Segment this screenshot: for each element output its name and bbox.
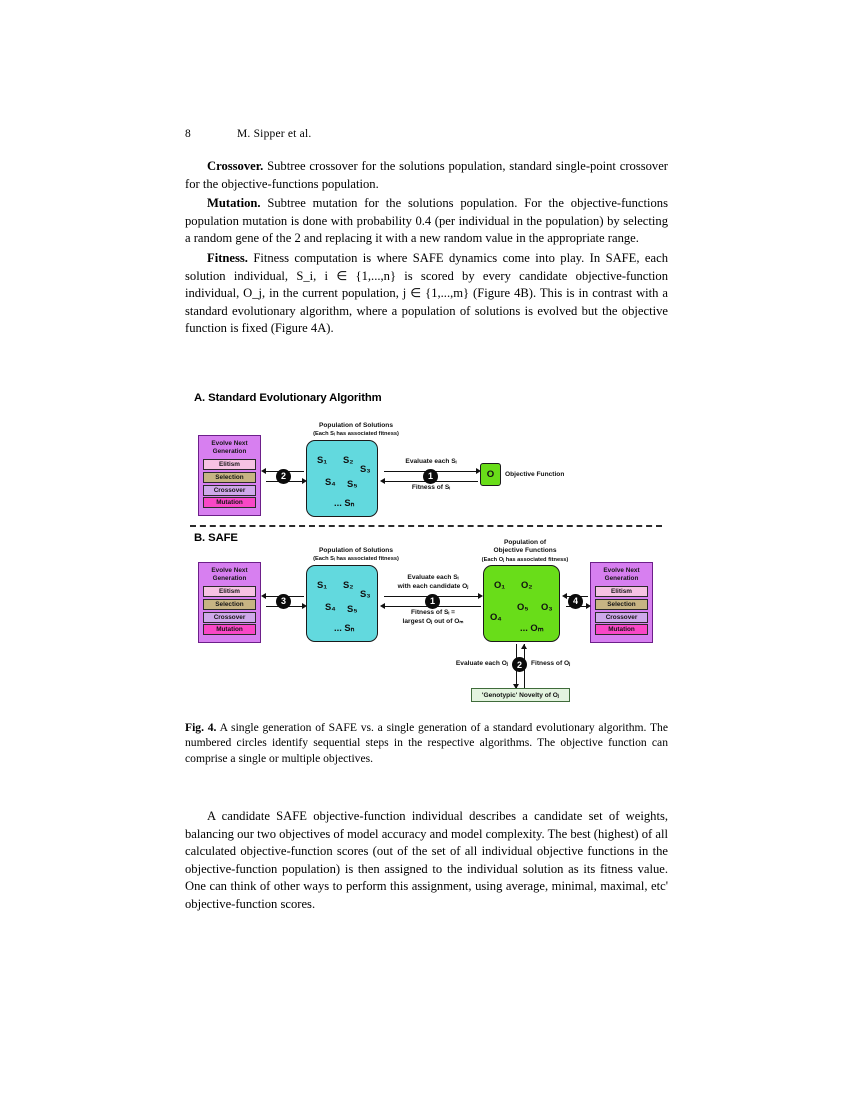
panel-b-solutions-label: Population of Solutions (Each Sᵢ has ass… — [313, 547, 399, 563]
step-circle-1: 1 — [423, 468, 438, 484]
individual-o2: O₂ — [521, 579, 533, 590]
individual-sn: ... Sₙ — [334, 622, 355, 633]
page-number: 8 — [185, 128, 191, 140]
panel-a-fitness-label: Fitness of Sᵢ — [411, 484, 451, 491]
panel-a-arrow-to-population-head — [302, 477, 307, 484]
operator-crossover: Crossover — [203, 484, 256, 496]
operator-elitism: Elitism — [203, 586, 256, 598]
evolve-box-title: Evolve Next Generation — [211, 567, 248, 583]
individual-s3: S₃ — [360, 463, 371, 474]
paragraph-fitness: Fitness. Fitness computation is where SA… — [185, 250, 668, 338]
panel-a-evolve-next-generation-box: Evolve Next Generation Elitism Selection… — [198, 435, 261, 516]
body-text: Crossover. Subtree crossover for the sol… — [185, 158, 668, 340]
individual-sn: ... Sₙ — [334, 497, 355, 508]
panel-b-title: B. SAFE — [194, 532, 238, 544]
panel-b-evolve-next-generation-right: Evolve Next Generation Elitism Selection… — [590, 562, 653, 643]
panel-b-population-of-solutions: S₁ S₂ S₃ S₄ S₅ ... Sₙ — [306, 565, 378, 642]
operator-crossover: Crossover — [595, 611, 648, 623]
individual-om: ... Oₘ — [520, 622, 544, 633]
individual-s5: S₅ — [347, 603, 358, 614]
individual-o5: O₅ — [517, 601, 529, 612]
paragraph-body-fitness: Fitness computation is where SAFE dynami… — [185, 250, 668, 336]
panel-a-evaluate-head — [476, 467, 481, 474]
evolve-box-title: Evolve Next Generation — [211, 440, 248, 456]
paragraph-crossover: Crossover. Subtree crossover for the sol… — [185, 158, 668, 193]
panel-b-arrow-to-evolve-left-head — [261, 592, 266, 599]
operator-selection: Selection — [203, 472, 256, 483]
evolve-box-title: Evolve Next Generation — [603, 567, 640, 583]
panel-b-evaluate-head — [478, 592, 483, 599]
individual-s1: S₁ — [317, 579, 328, 590]
paragraph-candidate-safe: A candidate SAFE objective-function indi… — [185, 809, 668, 911]
panel-b-genotypic-novelty-box: 'Genotypic' Novelty of Oⱼ — [471, 688, 570, 702]
panel-b-novelty-down-head — [512, 684, 519, 689]
panel-b-arrow-to-objectives-head — [562, 592, 567, 599]
paragraph-lead-fitness: Fitness. — [207, 250, 248, 265]
panel-b-arrow-to-evolve-right-head — [586, 602, 591, 609]
panel-a-arrow-to-evolve-head — [261, 467, 266, 474]
tail-text: A candidate SAFE objective-function indi… — [185, 808, 668, 914]
panel-a-evaluate-label: Evaluate each Sᵢ — [405, 458, 457, 465]
operator-mutation: Mutation — [203, 624, 256, 636]
individual-s2: S₂ — [343, 579, 354, 590]
individual-s3: S₃ — [360, 588, 371, 599]
panel-a-population-of-solutions: S₁ S₂ S₃ S₄ S₅ ... Sₙ — [306, 440, 378, 517]
paragraph-mutation: Mutation. Subtree mutation for the solut… — [185, 195, 668, 248]
paragraph-lead-mutation: Mutation. — [207, 196, 261, 211]
panel-b-objectives-label: Population of Objective Functions (Each … — [481, 539, 569, 563]
panel-a-fitness-head — [380, 477, 385, 484]
panel-a-objective-function-box: O — [480, 463, 501, 486]
panel-b-fitness-head — [380, 602, 385, 609]
operator-selection: Selection — [203, 599, 256, 610]
step-circle-2-b: 2 — [512, 657, 527, 672]
panel-b-novelty-up-head — [520, 644, 527, 649]
panel-b-evaluate-label: Evaluate each Sᵢ with each candidate Oⱼ — [397, 574, 469, 590]
paragraph-body-mutation: Subtree mutation for the solutions popul… — [185, 196, 668, 246]
individual-s2: S₂ — [343, 454, 354, 465]
panel-b-evaluate-objective-label: Evaluate each Oⱼ — [455, 660, 508, 667]
panel-b-fitness-label: Fitness of Sᵢ = largest Oⱼ out of Oₘ — [402, 609, 464, 625]
panel-divider — [190, 525, 662, 527]
individual-s1: S₁ — [317, 454, 328, 465]
operator-elitism: Elitism — [595, 586, 648, 598]
individual-o4: O₄ — [490, 611, 502, 622]
panel-b-fitness-objective-label: Fitness of Oⱼ — [531, 660, 571, 667]
operator-mutation: Mutation — [203, 497, 256, 509]
individual-s4: S₄ — [325, 476, 336, 487]
individual-o1: O₁ — [494, 579, 506, 590]
step-circle-1-b: 1 — [425, 593, 440, 609]
panel-b-arrow-to-solutions-head — [302, 602, 307, 609]
individual-s4: S₄ — [325, 601, 336, 612]
step-circle-4: 4 — [568, 593, 583, 609]
figure-4: A. Standard Evolutionary Algorithm Evolv… — [190, 392, 662, 707]
operator-elitism: Elitism — [203, 459, 256, 471]
paragraph-body-crossover: Subtree crossover for the solutions popu… — [185, 159, 668, 191]
individual-s5: S₅ — [347, 478, 358, 489]
panel-a-objective-function-caption: Objective Function — [505, 471, 565, 478]
operator-selection: Selection — [595, 599, 648, 610]
operator-mutation: Mutation — [595, 624, 648, 636]
paragraph-lead-crossover: Crossover. — [207, 159, 264, 173]
figure-caption-text: A single generation of SAFE vs. a single… — [185, 721, 668, 765]
step-circle-3: 3 — [276, 593, 291, 609]
running-head-authors: M. Sipper et al. — [237, 128, 312, 140]
panel-a-population-label: Population of Solutions (Each Sᵢ has ass… — [313, 422, 399, 438]
figure-caption: Fig. 4. A single generation of SAFE vs. … — [185, 720, 668, 766]
step-circle-2: 2 — [276, 468, 291, 484]
figure-caption-label: Fig. 4. — [185, 721, 217, 734]
individual-o3: O₃ — [541, 601, 553, 612]
running-head: 8 M. Sipper et al. — [185, 128, 665, 140]
panel-b-population-of-objective-functions: O₁ O₂ O₃ O₄ O₅ ... Oₘ — [483, 565, 560, 642]
panel-a-title: A. Standard Evolutionary Algorithm — [194, 392, 382, 404]
operator-crossover: Crossover — [203, 611, 256, 623]
panel-b-evolve-next-generation-left: Evolve Next Generation Elitism Selection… — [198, 562, 261, 643]
